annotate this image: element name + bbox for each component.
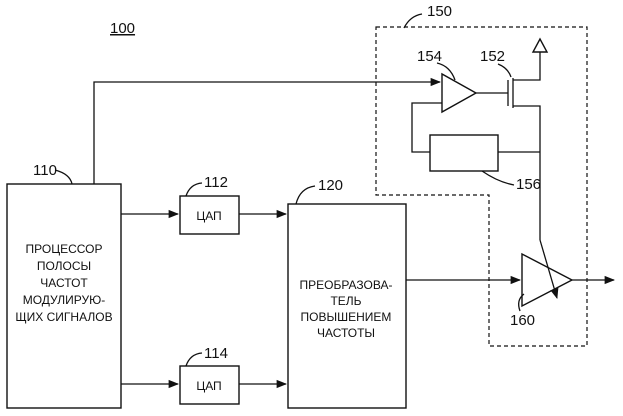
power-amp-bias-arrow	[539, 239, 559, 299]
upconverter-block	[287, 203, 407, 409]
opamp-leader	[436, 62, 456, 81]
processor-ref: 110	[33, 162, 57, 179]
opamp-ref: 154	[417, 48, 442, 65]
upconverter-label-line-4: ЧАСТОТЫ	[317, 326, 375, 340]
processor-label-line-3: ЧАСТОТ	[40, 276, 88, 290]
power-amp-ref: 160	[510, 312, 535, 329]
upconverter-label-line-1: ПРЕОБРАЗОВА-	[300, 278, 393, 292]
processor-label-line-5: ЩИХ СИГНАЛОВ	[15, 310, 112, 324]
bias-circuit-leader	[403, 13, 423, 29]
supply-triangle-icon	[531, 37, 549, 53]
processor-label-line-1: ПРОЦЕССОР	[26, 242, 103, 256]
dac-bottom-label: ЦАП	[196, 379, 221, 393]
dac-top-leader	[185, 182, 203, 197]
bias-circuit-boundary	[375, 26, 588, 347]
processor-label-line-2: ПОЛОСЫ	[37, 259, 91, 273]
transistor-leader	[497, 63, 512, 78]
figure-label: 100	[110, 20, 135, 37]
dac-top-ref: 112	[204, 174, 228, 191]
processor-leader	[54, 169, 73, 185]
upconverter-leader	[295, 185, 316, 205]
bias-circuit-ref: 150	[427, 3, 452, 20]
power-amp-leader	[518, 293, 525, 312]
processor-block	[6, 183, 122, 409]
opamp-symbol	[441, 72, 478, 114]
dac-top-block	[179, 195, 240, 235]
feedback-to-opamp	[411, 102, 442, 153]
transistor-ref: 152	[480, 48, 505, 65]
dac-bottom-block	[179, 365, 240, 405]
transistor-drain-lead	[513, 52, 541, 81]
sense-block	[429, 134, 499, 172]
sense-block-leader	[481, 170, 515, 186]
dac-top-label: ЦАП	[196, 209, 221, 223]
dac-bottom-ref: 114	[204, 345, 228, 362]
control-line-to-opamp	[93, 77, 442, 184]
processor-label-line-4: МОДУЛИРУЮ-	[23, 293, 106, 307]
transistor-source-lead	[513, 105, 541, 240]
sense-block-ref: 156	[516, 176, 541, 193]
dac-bottom-leader	[185, 352, 203, 367]
upconverter-ref: 120	[318, 177, 343, 194]
upconverter-label-line-2: ТЕЛЬ	[330, 294, 361, 308]
upconverter-label-line-3: ПОВЫШЕНИЕМ	[301, 310, 392, 324]
power-amp-symbol	[521, 252, 574, 308]
